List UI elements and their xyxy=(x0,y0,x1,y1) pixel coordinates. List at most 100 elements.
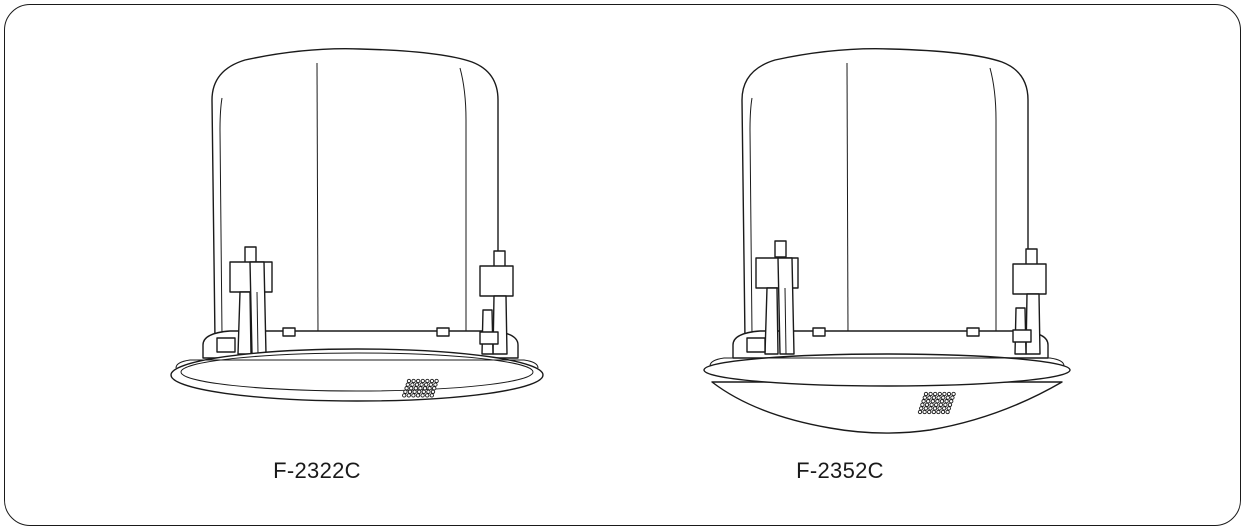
grille-dot xyxy=(951,391,956,397)
ring-screw xyxy=(436,327,450,337)
speaker-f2352c-illustration xyxy=(703,48,1071,434)
grille-dot xyxy=(946,406,951,411)
ring-screw xyxy=(812,327,826,337)
grille-dot xyxy=(429,378,435,384)
grille-dot xyxy=(429,393,434,398)
grille-dot xyxy=(947,402,953,407)
ring-screw xyxy=(282,327,296,337)
grille-dot xyxy=(941,395,946,400)
grille-dot xyxy=(411,393,416,398)
mounting-clamp-right xyxy=(1012,248,1047,355)
grille-dot xyxy=(927,395,932,400)
grille-dot xyxy=(927,409,932,415)
grille-dot xyxy=(406,393,411,398)
grille-dot xyxy=(929,402,934,407)
grille-dot xyxy=(427,386,432,391)
grille-dot xyxy=(936,395,941,400)
grille-dot xyxy=(922,409,927,415)
grille-dot xyxy=(933,391,938,397)
grille-dot xyxy=(926,399,931,404)
grille-dot xyxy=(417,389,422,394)
mounting-clamp-left xyxy=(746,240,799,355)
grille-dot xyxy=(923,391,929,397)
product-panel-f2322c: F-2322C xyxy=(100,0,620,532)
grille-dot xyxy=(928,391,933,397)
grille-dot xyxy=(403,389,408,394)
grille-dot xyxy=(928,406,933,411)
grille-dot xyxy=(405,382,410,387)
grille-dot xyxy=(404,386,409,391)
grille-dot xyxy=(432,386,437,391)
grille-dot xyxy=(425,393,430,398)
grille-dot xyxy=(415,393,421,398)
speaker-can xyxy=(211,48,499,341)
can-seam-center xyxy=(846,62,849,336)
grille-dot xyxy=(424,382,429,387)
speaker-f2322c-illustration xyxy=(170,48,544,402)
baffle-flange xyxy=(703,353,1071,387)
grille-dot xyxy=(919,406,924,411)
grille-dot xyxy=(421,389,426,394)
grille-dot xyxy=(433,382,438,387)
mounting-clamp-right xyxy=(479,250,514,355)
grille-dot xyxy=(416,378,421,384)
grille-dot xyxy=(932,406,938,411)
grille-dot xyxy=(943,402,948,407)
grille-dot xyxy=(939,399,945,404)
baffle-face xyxy=(175,359,539,369)
grille-dot xyxy=(409,386,414,391)
grille-dot xyxy=(434,378,439,384)
grille-dot xyxy=(937,391,942,397)
grille-dot xyxy=(937,406,942,411)
grille-dot xyxy=(930,399,935,404)
grille-dot xyxy=(945,395,950,400)
model-label: F-2352C xyxy=(796,458,884,483)
grille-dot xyxy=(940,409,946,415)
grille-dot xyxy=(936,409,941,415)
grille-dot xyxy=(938,402,943,407)
ring-screw xyxy=(966,327,980,337)
grille-dot xyxy=(935,399,940,404)
grille-dot xyxy=(414,382,420,387)
grille-dot xyxy=(946,391,952,397)
grille-dot xyxy=(413,386,418,391)
grille-dot xyxy=(934,402,939,407)
speaker-can xyxy=(741,48,1029,341)
grille-dot xyxy=(402,393,407,398)
grille-dot xyxy=(418,386,423,391)
grille-dots xyxy=(917,391,956,415)
grille-dot xyxy=(921,399,926,404)
grille-dot xyxy=(942,406,947,411)
baffle-face xyxy=(709,357,1065,367)
grille-dot xyxy=(428,382,433,387)
grille-dot xyxy=(920,402,925,407)
can-seam-right xyxy=(459,67,467,335)
grille-dot xyxy=(426,389,431,394)
grille-dot xyxy=(942,391,947,397)
grille-dot xyxy=(944,399,949,404)
grille-dot xyxy=(924,402,930,407)
grille-dot xyxy=(917,409,923,415)
grille-dot xyxy=(422,386,428,391)
grille-dots xyxy=(402,378,439,398)
can-seam-left xyxy=(749,97,753,336)
grille-dot xyxy=(420,378,425,384)
grille-dot xyxy=(950,395,955,400)
grille-dot xyxy=(922,395,927,400)
grille-dot xyxy=(945,409,950,415)
can-seam-center xyxy=(316,62,319,336)
model-label: F-2322C xyxy=(273,458,361,483)
baffle-dome xyxy=(711,381,1063,434)
grille-dot xyxy=(949,399,954,404)
grille-dot xyxy=(420,393,425,398)
grille-dot xyxy=(923,406,928,411)
grille-dot xyxy=(931,395,937,400)
mounting-clamp-left xyxy=(216,246,273,355)
baffle-flange xyxy=(170,348,544,402)
grille-dot xyxy=(412,389,417,394)
grille-dot xyxy=(407,389,413,394)
grille-dot xyxy=(411,378,416,384)
grille-dot xyxy=(419,382,424,387)
can-seam-left xyxy=(219,97,223,336)
product-panel-f2352c: F-2352C xyxy=(630,0,1150,532)
